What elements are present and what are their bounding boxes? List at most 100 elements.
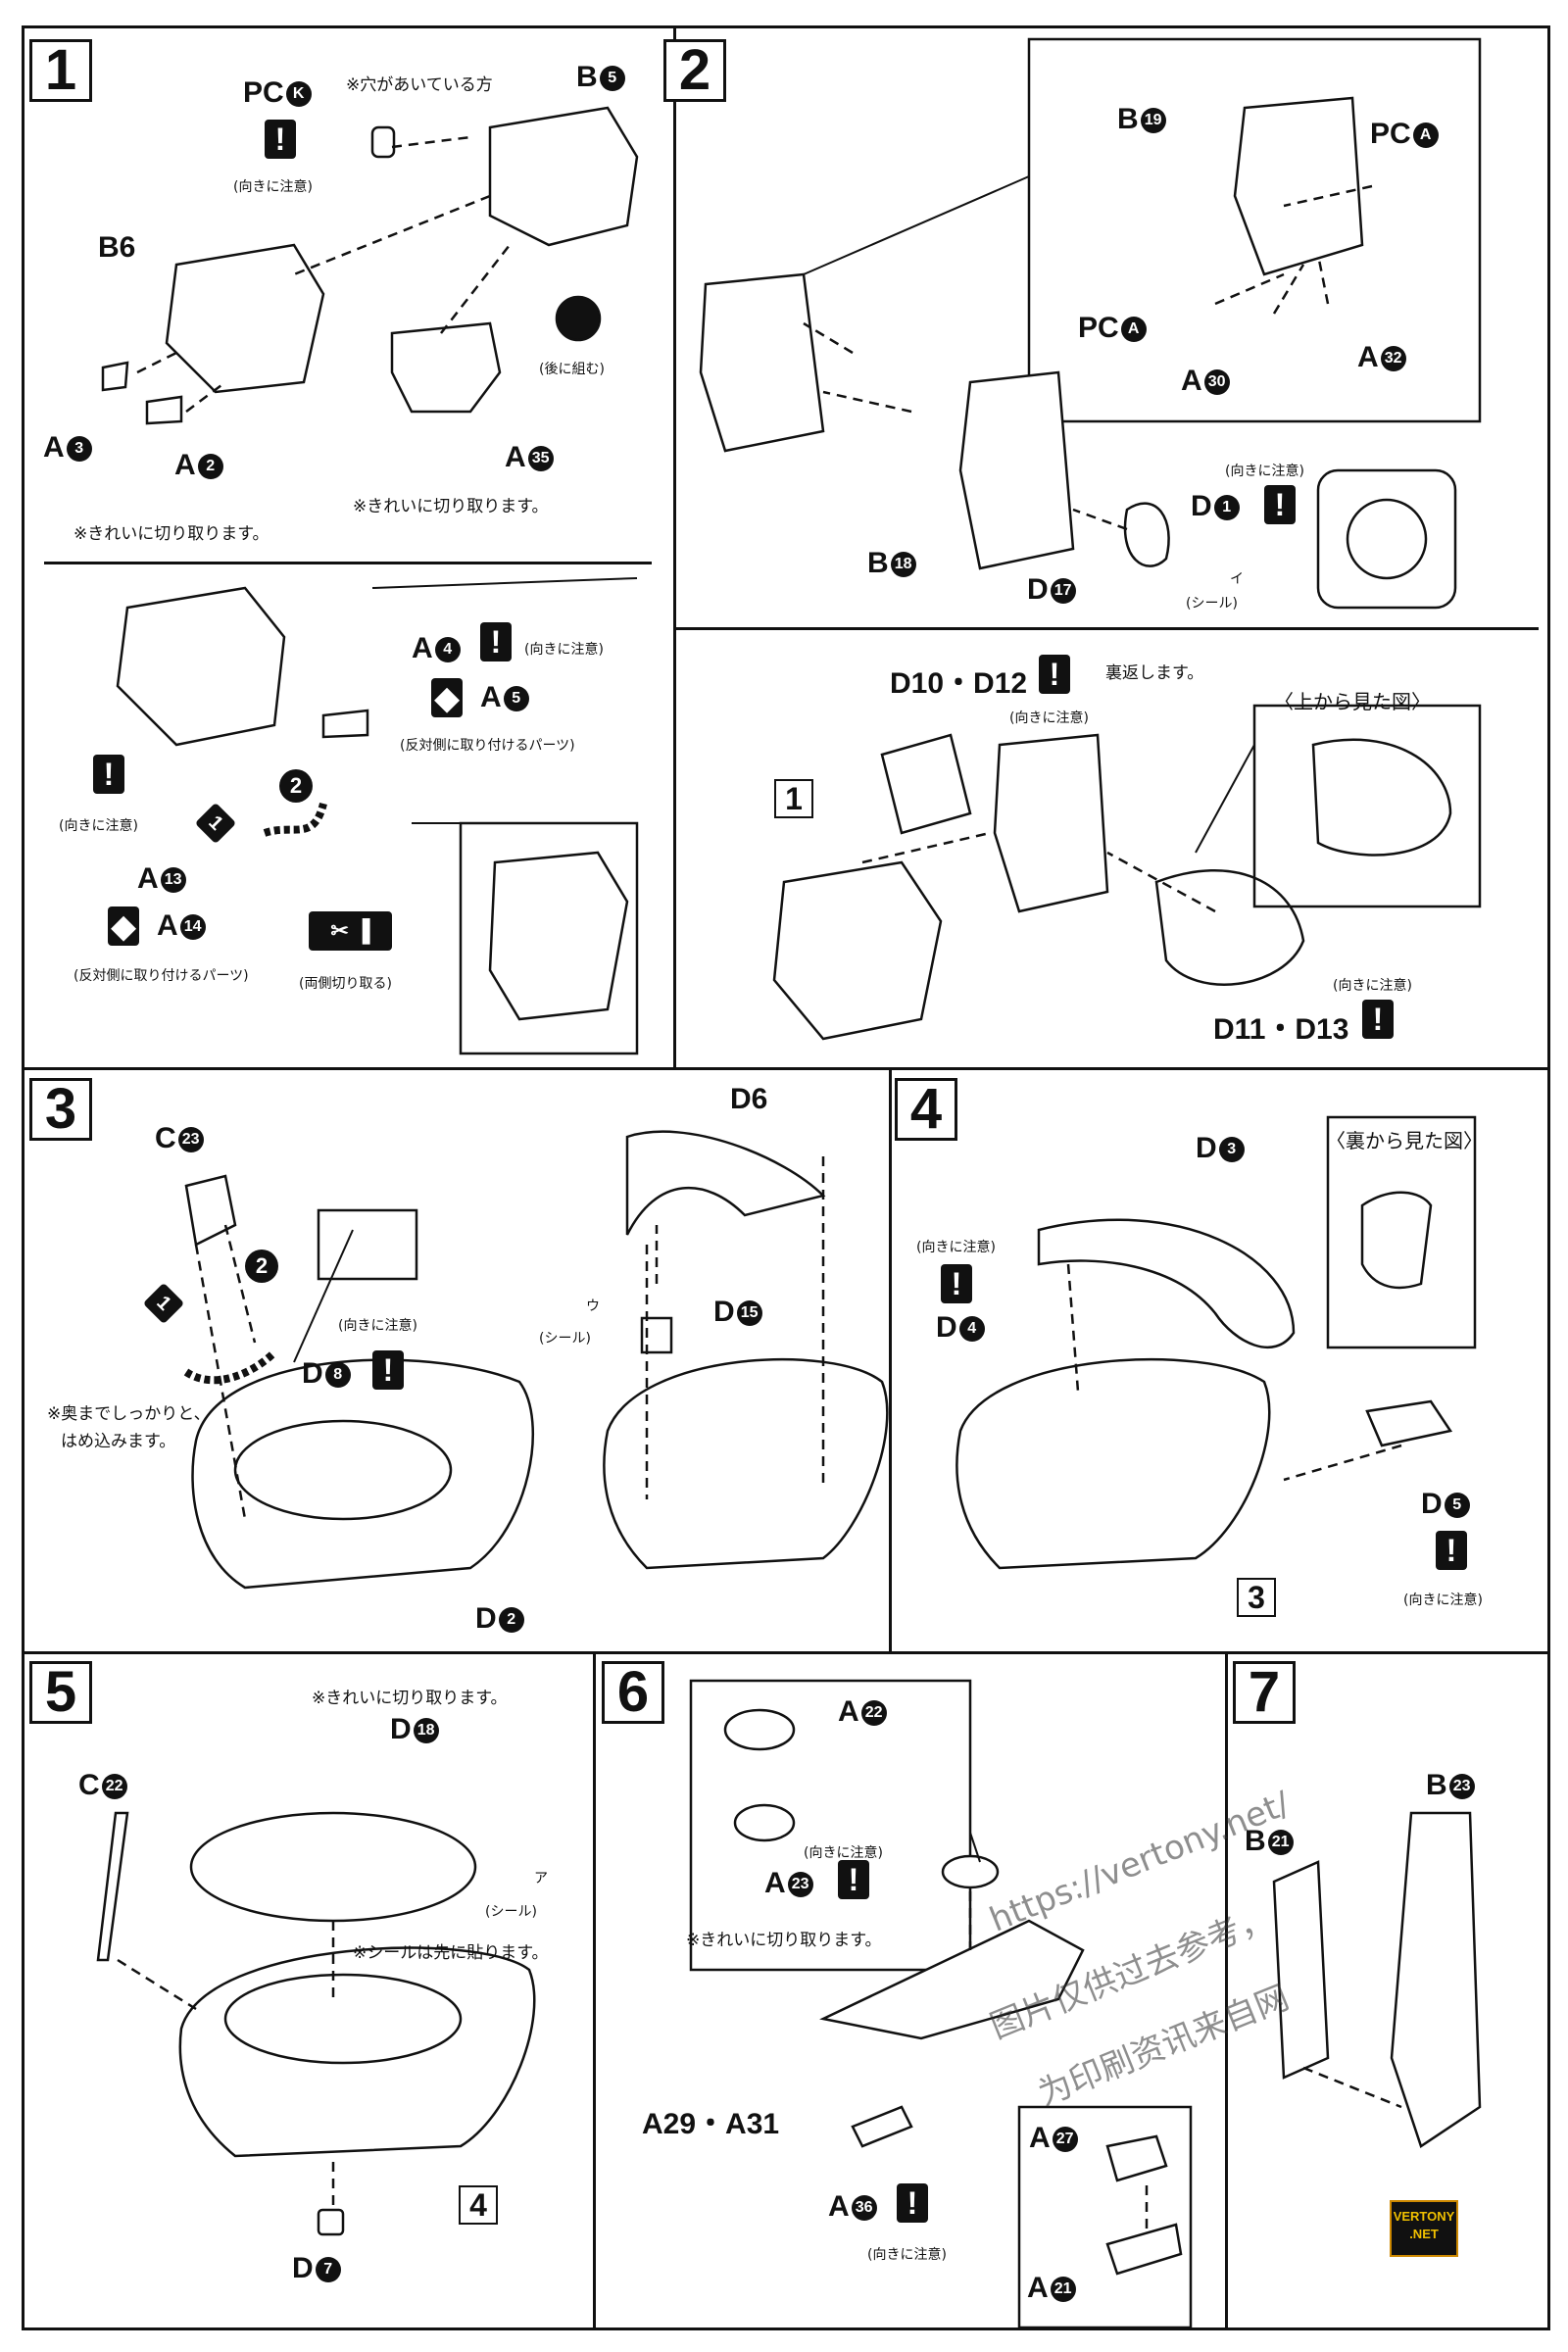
sticker-mark: ア [534,1871,548,1886]
part-number: 18 [890,552,916,578]
step-1-subdivider [44,562,652,564]
opposite-side-note: (反対側に取り付けるパーツ) [400,738,575,754]
part-number: A [1120,317,1147,343]
step-number-5: 5 [29,1661,92,1724]
order-marker-2: 2 [279,769,313,803]
part-number: 7 [315,2257,341,2283]
part-number: 23 [1448,1774,1475,1800]
page-frame [22,25,1550,2330]
step-number-7: 7 [1233,1661,1296,1724]
step-number-2: 2 [663,39,726,102]
part-number: 17 [1050,578,1076,605]
step-number-3: 3 [29,1078,92,1141]
step-6-divider [593,1651,596,2330]
part-letter: D [1196,1132,1217,1164]
part-label-d10-d12: D10・D12 [890,667,1028,700]
part-number: 13 [160,867,186,894]
sticker-note: (シール) [1186,596,1238,612]
step-reference-3: 3 [1237,1578,1276,1617]
part-number: 5 [1444,1493,1470,1519]
part-number: 18 [413,1718,439,1744]
step-4-divider [889,1067,892,1653]
step-number-1: 1 [29,39,92,102]
part-letter: A [828,2190,850,2223]
step-number-4: 4 [895,1078,957,1141]
opposite-side-icon: ◆ [108,906,139,946]
part-letter: PC [1370,118,1411,150]
part-number: 15 [736,1300,762,1327]
caution-icon: ! [1436,1531,1467,1570]
part-number: 21 [1267,1830,1294,1856]
cut-cleanly-note: ※きれいに切り取ります。 [312,1689,508,1708]
part-letter: A [1027,2272,1049,2304]
step-7-divider [1225,1651,1228,2330]
step-reference-1: 1 [774,779,813,818]
part-number: 35 [527,446,554,472]
part-letter: D [1421,1488,1443,1520]
part-letter: PC [243,76,284,109]
part-letter: D [390,1713,412,1745]
part-letter: A [480,681,502,713]
part-number: 23 [177,1127,204,1153]
part-number: 22 [101,1774,127,1800]
part-letter: A [1029,2122,1051,2154]
caution-icon: ! [941,1264,972,1303]
caution-icon: ! [480,622,512,662]
vertony-logo: VERTONY .NET [1390,2200,1458,2257]
row-divider-1 [22,1067,1550,1070]
part-number: 3 [66,436,92,463]
part-number: 2 [197,454,223,480]
step-2-subdivider [676,627,1539,630]
part-letter: C [155,1122,176,1154]
caution-note: (向きに注意) [1009,710,1089,726]
opposite-side-icon: ◆ [431,678,463,717]
part-number: 22 [860,1700,887,1727]
part-letter: A [505,441,526,473]
part-label-d11-d13: D11・D13 [1213,1013,1349,1046]
caution-note: (向きに注意) [867,2247,947,2263]
part-letter: A [1181,365,1202,397]
cut-cleanly-note: ※きれいに切り取ります。 [74,524,270,544]
part-letter: D [936,1311,957,1344]
part-number: 8 [324,1362,351,1389]
sticker-mark: ウ [586,1298,600,1314]
part-letter: A [838,1695,859,1728]
part-number: 14 [179,914,206,941]
assemble-later-note: (後に組む) [539,362,605,377]
row-divider-2 [22,1651,1550,1654]
part-number: 3 [1218,1137,1245,1163]
sticker-note: (シール) [539,1331,591,1347]
part-letter: B [1245,1825,1266,1857]
both-side-cut-icon: ✂ ▐ [309,911,392,951]
part-number: 23 [787,1872,813,1898]
apply-sticker-first-note: ※シールは先に貼ります。 [353,1943,549,1963]
part-label-b6: B6 [98,231,136,264]
part-number: 5 [503,686,529,712]
part-letter: B [1426,1769,1447,1801]
caution-note: (向きに注意) [338,1318,417,1334]
